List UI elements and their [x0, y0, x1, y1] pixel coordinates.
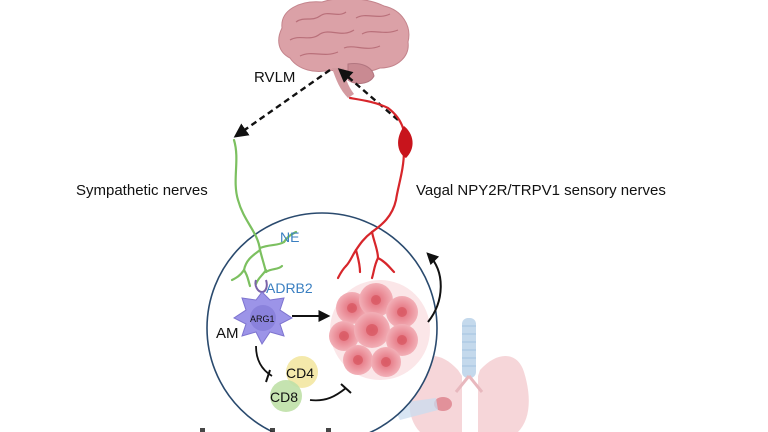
tumor-icon: [329, 280, 430, 380]
am-label: AM: [216, 325, 239, 342]
rvlm-label: RVLM: [254, 69, 295, 86]
cd8-cell: [270, 380, 302, 412]
ne-label: NE: [280, 229, 299, 245]
sympathetic-nerve: [230, 138, 298, 288]
sympathetic-nerves-label: Sympathetic nerves: [76, 182, 208, 199]
cd4-cell: [286, 356, 318, 388]
ascending-dashed-arrow: [337, 68, 399, 121]
vagal-nerve: [336, 96, 406, 280]
t-cells-inhibit-tumor: [309, 387, 347, 402]
brain-icon: [278, 0, 410, 98]
macrophage-icon: [233, 291, 293, 345]
cd8-label: CD8: [270, 389, 298, 405]
arg1-label: ARG1: [250, 314, 275, 324]
tumor-to-nerve-arrow: [426, 252, 442, 323]
adrb2-label: ADRB2: [266, 280, 313, 296]
cd4-label: CD4: [286, 365, 314, 381]
cropped-caption: [200, 428, 331, 432]
am-inhibits-t-cells: [255, 345, 273, 377]
vagal-nerves-label: Vagal NPY2R/TRPV1 sensory nerves: [416, 182, 666, 199]
inhibition-bar-1: [265, 369, 271, 383]
descending-dashed-arrow: [233, 69, 331, 138]
inhibition-bar-2: [340, 383, 352, 394]
sensory-neuron-icon: [398, 126, 413, 158]
